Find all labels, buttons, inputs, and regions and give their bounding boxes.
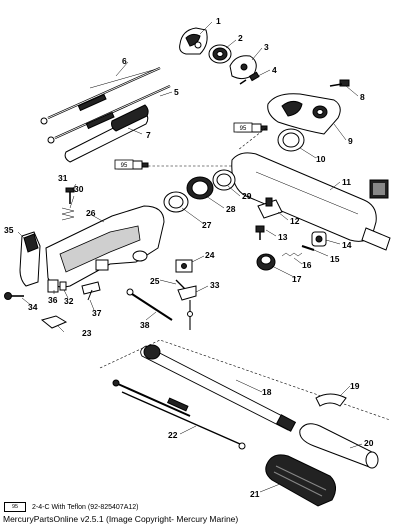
callout-1: 1 <box>216 16 221 26</box>
callout-36: 36 <box>48 295 58 305</box>
svg-text:95: 95 <box>121 163 128 169</box>
callout-2: 2 <box>238 33 243 43</box>
callout-4: 4 <box>272 65 277 75</box>
link-37 <box>81 281 101 301</box>
callout-5: 5 <box>174 87 179 97</box>
callout-19: 19 <box>350 381 360 391</box>
legend-row: 95 2-4-C With Teflon (92-825407A12) <box>4 502 138 512</box>
retainer-plate-3 <box>229 55 257 80</box>
callout-28: 28 <box>226 204 236 214</box>
callout-11: 11 <box>342 177 351 187</box>
callout-30: 30 <box>74 184 84 194</box>
callout-25: 25 <box>150 276 160 286</box>
bolt-34 <box>4 292 24 300</box>
bushing-28 <box>186 176 214 200</box>
callout-23: 23 <box>82 328 92 338</box>
callout-33: 33 <box>210 280 220 290</box>
plug-32 <box>59 281 67 291</box>
callout-6: 6 <box>122 56 127 66</box>
cable-22 <box>112 379 246 450</box>
shift-cable-5 <box>47 84 171 144</box>
callout-10: 10 <box>316 154 326 164</box>
sealant-path-a <box>237 127 267 151</box>
spring-16 <box>281 252 303 257</box>
link-bracket-24 <box>175 259 193 273</box>
callout-16: 16 <box>302 260 312 270</box>
callout-numbers: 1 2 3 4 5 6 7 8 9 10 11 12 13 14 15 16 1… <box>4 16 374 499</box>
grip-20 <box>299 423 379 469</box>
screw-13 <box>255 225 265 240</box>
retainer-19 <box>315 393 347 407</box>
throttle-grip-35 <box>19 231 41 287</box>
bolt-31 <box>65 187 75 204</box>
friction-knob-17 <box>256 253 276 271</box>
callout-38: 38 <box>140 320 150 330</box>
throttle-shaft-18 <box>140 344 297 432</box>
bushing-29 <box>212 169 236 191</box>
leader-lines <box>17 21 363 493</box>
callout-13: 13 <box>278 232 288 242</box>
callout-15: 15 <box>330 254 340 264</box>
callout-27: 27 <box>202 220 212 230</box>
callout-24: 24 <box>205 250 215 260</box>
spring-30 <box>61 207 75 221</box>
callout-9: 9 <box>348 136 353 146</box>
callout-17: 17 <box>292 274 302 284</box>
bushing-27 <box>163 191 189 213</box>
screw-4 <box>239 71 260 85</box>
copyright-text: MercuryPartsOnline v2.5.1 (Image Copyrig… <box>3 514 239 524</box>
pin-15 <box>301 245 315 251</box>
cable-retainer-1 <box>179 27 208 55</box>
seal-10 <box>277 128 305 152</box>
sealant-badge-a: 95 <box>233 122 253 133</box>
callout-21: 21 <box>250 489 260 499</box>
friction-nut-14 <box>311 231 327 247</box>
callout-31: 31 <box>58 173 68 183</box>
callout-7: 7 <box>146 130 151 140</box>
callout-22: 22 <box>168 430 178 440</box>
cable-tube-7 <box>64 104 149 163</box>
callout-20: 20 <box>364 438 374 448</box>
callout-18: 18 <box>262 387 272 397</box>
callout-26: 26 <box>86 208 96 218</box>
screw-8 <box>329 79 350 87</box>
callout-14: 14 <box>342 240 352 250</box>
callout-37: 37 <box>92 308 102 318</box>
callout-29: 29 <box>242 191 252 201</box>
legend-text: 2-4-C With Teflon (92-825407A12) <box>32 503 139 511</box>
callout-8: 8 <box>360 92 365 102</box>
plate-36 <box>47 279 59 293</box>
tiller-bracket-9 <box>267 93 341 135</box>
linkage-33 <box>177 285 197 330</box>
sealant-badge-b: 95 <box>114 159 134 170</box>
legend-badge: 95 <box>4 502 26 512</box>
friction-block-12 <box>257 197 283 219</box>
callout-32: 32 <box>64 296 74 306</box>
clip-23 <box>40 315 68 329</box>
shaft-38 <box>126 288 173 321</box>
tiller-handle-arm-11 <box>231 152 391 251</box>
svg-text:95: 95 <box>240 126 247 132</box>
retainer-spring-2 <box>208 44 232 64</box>
callout-34: 34 <box>28 302 38 312</box>
throttle-grip-21 <box>265 454 336 507</box>
throttle-cable-6 <box>40 66 161 125</box>
callout-35: 35 <box>4 225 14 235</box>
steering-bracket-26 <box>45 205 165 288</box>
callout-3: 3 <box>264 42 269 52</box>
callout-12: 12 <box>290 216 300 226</box>
